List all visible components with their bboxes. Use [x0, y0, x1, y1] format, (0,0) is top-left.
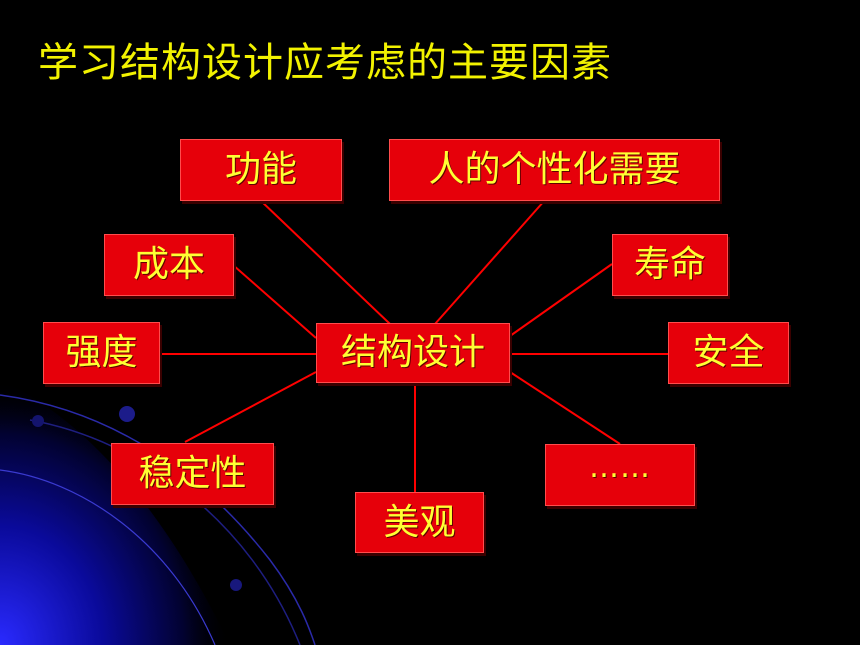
decor-dot-2: [119, 406, 135, 422]
node-appearance: 美观: [355, 492, 484, 553]
node-stability: 稳定性: [111, 443, 274, 505]
node-more: ……: [545, 444, 695, 506]
decor-arc-1: [0, 394, 316, 645]
connector-more: [509, 371, 621, 445]
connector-personalized-needs: [434, 199, 546, 325]
node-personalized-needs: 人的个性化需要: [389, 139, 720, 201]
node-strength: 强度: [43, 322, 160, 384]
node-center-structural-design: 结构设计: [316, 323, 510, 383]
decor-dot-3: [230, 579, 242, 591]
slide-title: 学习结构设计应考虑的主要因素: [38, 40, 612, 86]
blue-swoosh-shape: [0, 380, 230, 645]
connector-lifespan: [509, 263, 613, 337]
decor-arc-3: [0, 469, 216, 645]
node-function: 功能: [180, 139, 342, 201]
connector-cost: [232, 264, 317, 339]
node-cost: 成本: [104, 234, 234, 296]
node-safety: 安全: [668, 322, 789, 384]
decor-dot-1: [32, 415, 44, 427]
connector-function: [259, 199, 391, 325]
node-lifespan: 寿命: [612, 234, 728, 296]
connector-stability: [184, 371, 317, 443]
